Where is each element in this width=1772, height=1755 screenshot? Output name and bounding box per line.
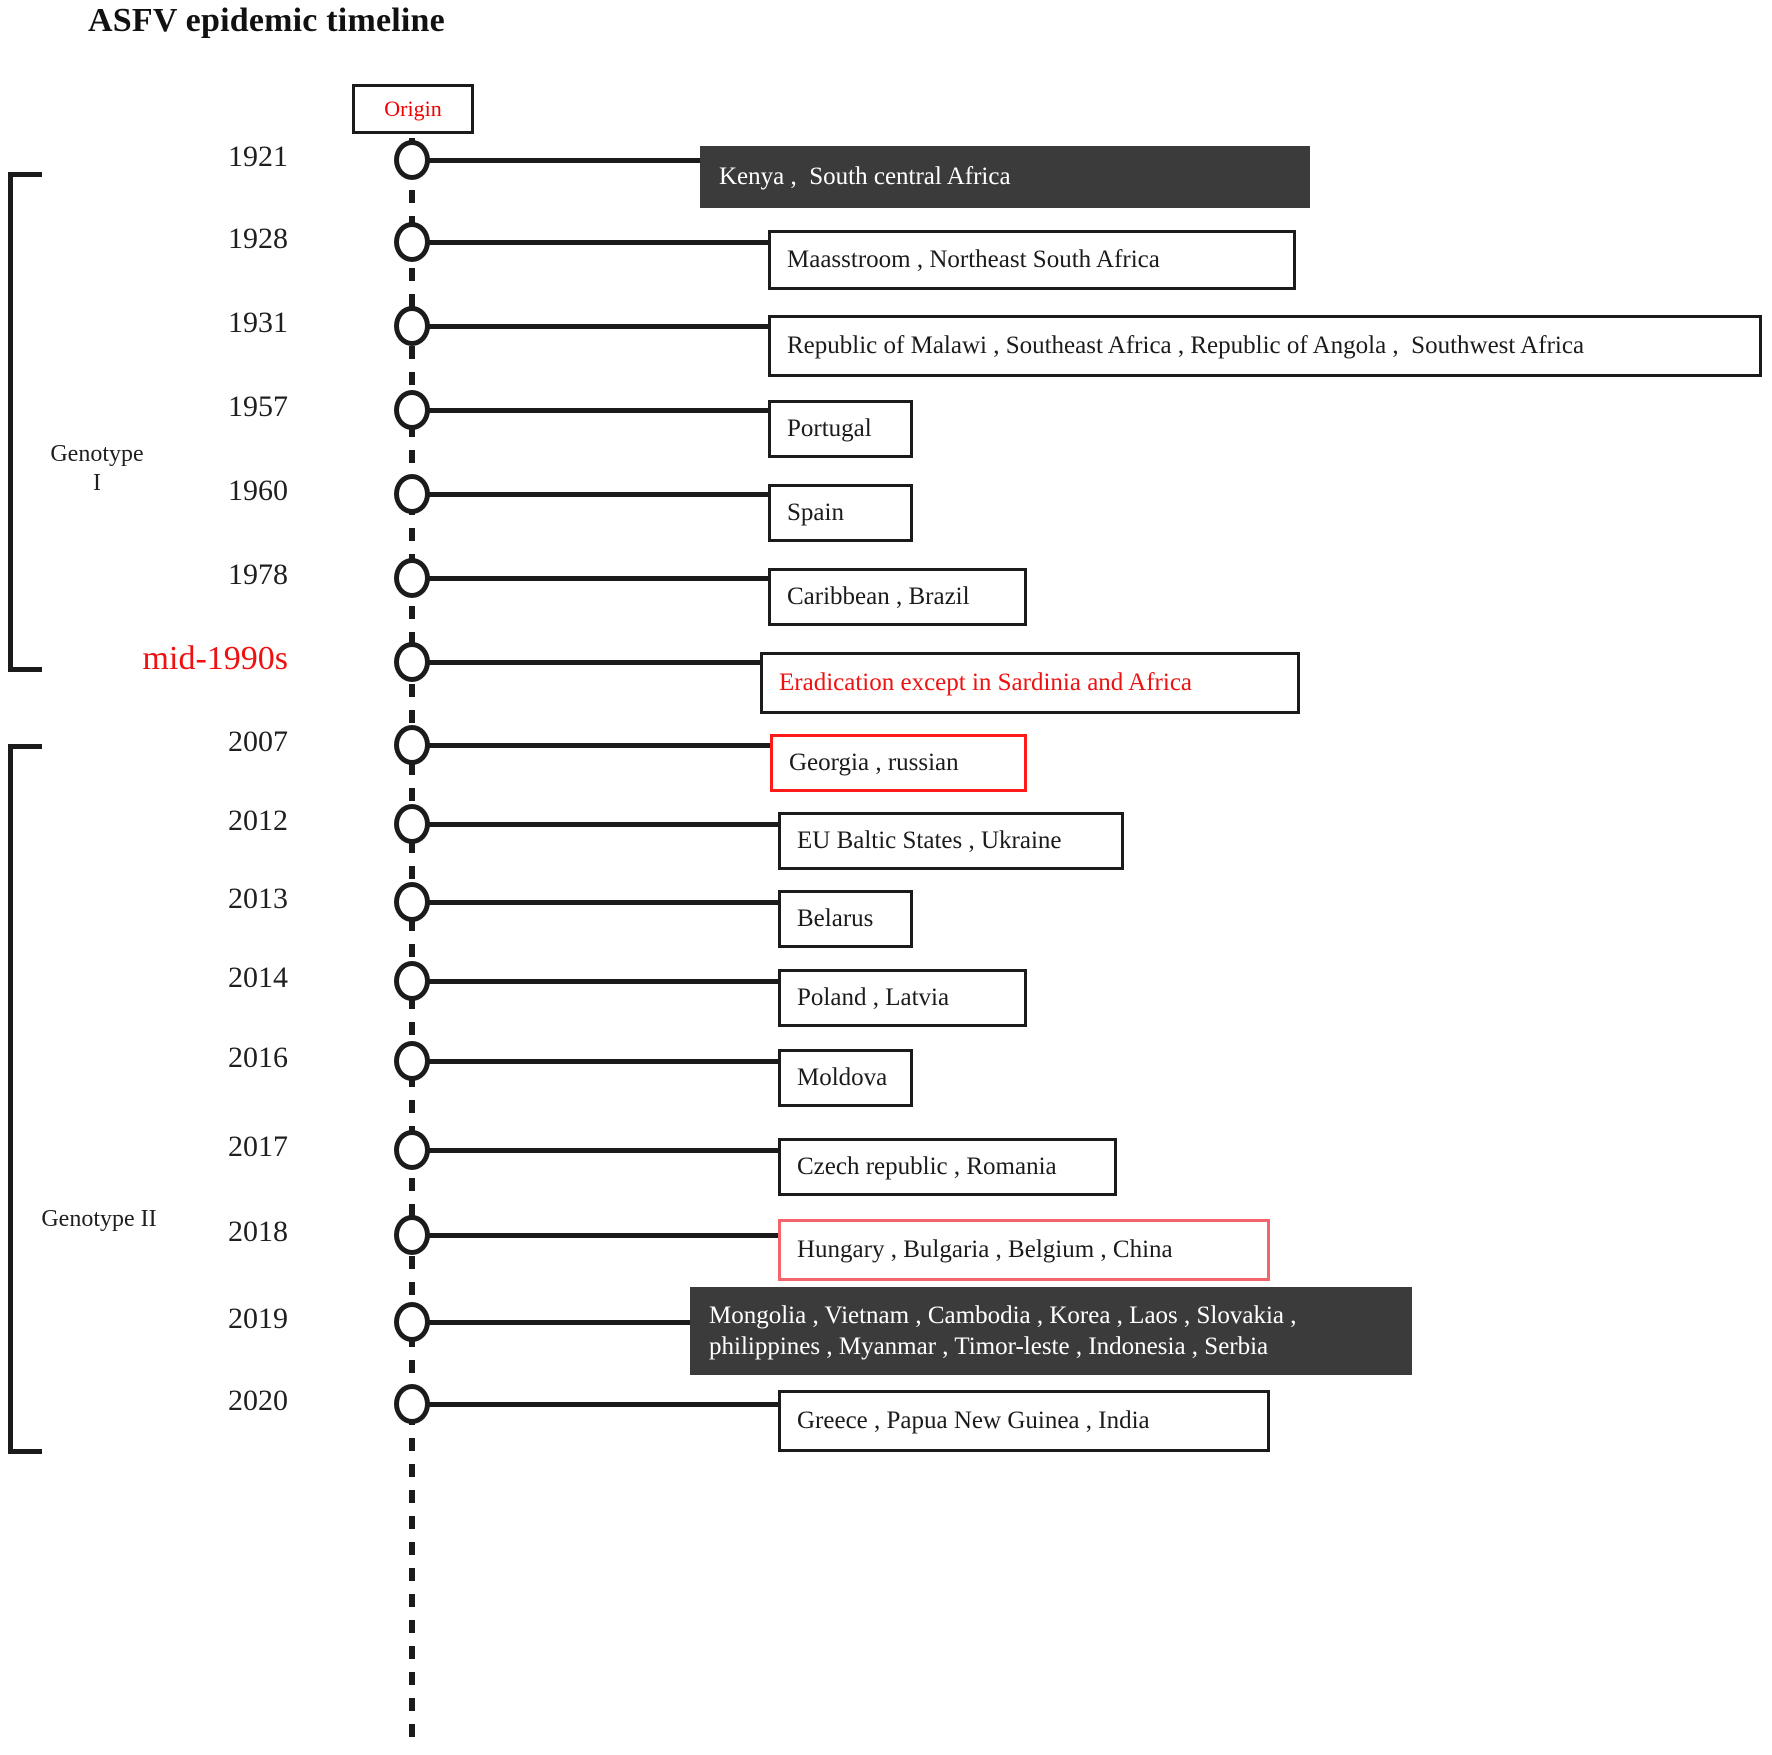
event-box[interactable]: EU Baltic States , Ukraine: [778, 812, 1124, 870]
year-label: 2016: [228, 1041, 288, 1074]
year-label: 1921: [228, 140, 288, 173]
timeline-node-circle[interactable]: [394, 961, 430, 1001]
timeline-node-circle[interactable]: [394, 1130, 430, 1170]
timeline-node-circle[interactable]: [394, 222, 430, 262]
timeline-node-circle[interactable]: [394, 1215, 430, 1255]
connector-line: [412, 822, 778, 827]
event-box[interactable]: Georgia , russian: [770, 734, 1027, 792]
timeline-node-circle[interactable]: [394, 1041, 430, 1081]
timeline-node-circle[interactable]: [394, 804, 430, 844]
timeline-spine: [409, 138, 415, 1738]
connector-line: [412, 660, 760, 665]
event-text: EU Baltic States , Ukraine: [797, 827, 1062, 855]
timeline-node-circle[interactable]: [394, 306, 430, 346]
event-box[interactable]: Hungary , Bulgaria , Belgium , China: [778, 1219, 1270, 1281]
year-label: 1931: [228, 306, 288, 339]
event-box[interactable]: Belarus: [778, 890, 913, 948]
event-box[interactable]: Maasstroom , Northeast South Africa: [768, 230, 1296, 290]
event-box[interactable]: Greece , Papua New Guinea , India: [778, 1390, 1270, 1452]
connector-line: [412, 158, 700, 163]
event-text: Georgia , russian: [789, 749, 959, 777]
event-text: Czech republic , Romania: [797, 1153, 1057, 1181]
event-box[interactable]: Mongolia , Vietnam , Cambodia , Korea , …: [690, 1287, 1412, 1375]
connector-line: [412, 1320, 690, 1325]
timeline-node-circle[interactable]: [394, 140, 430, 180]
event-text: Maasstroom , Northeast South Africa: [787, 246, 1160, 274]
timeline-node-circle[interactable]: [394, 882, 430, 922]
event-text: Eradication except in Sardinia and Afric…: [779, 669, 1193, 697]
timeline-node-circle[interactable]: [394, 1302, 430, 1342]
connector-line: [412, 979, 778, 984]
event-box[interactable]: Eradication except in Sardinia and Afric…: [760, 652, 1300, 714]
connector-line: [412, 576, 768, 581]
year-label: 2017: [228, 1130, 288, 1163]
event-box[interactable]: Czech republic , Romania: [778, 1138, 1117, 1196]
connector-line: [412, 408, 768, 413]
page-title: ASFV epidemic timeline: [88, 2, 445, 39]
year-label: 1957: [228, 390, 288, 423]
year-label: mid-1990s: [142, 640, 288, 677]
timeline-node-circle[interactable]: [394, 642, 430, 682]
connector-line: [412, 324, 768, 329]
timeline-node-circle[interactable]: [394, 474, 430, 514]
event-box[interactable]: Kenya , South central Africa: [700, 146, 1310, 208]
connector-line: [412, 1148, 778, 1153]
origin-box: Origin: [352, 84, 474, 134]
event-text: Poland , Latvia: [797, 984, 950, 1012]
year-label: 1928: [228, 222, 288, 255]
event-box[interactable]: Portugal: [768, 400, 913, 458]
timeline-node-circle[interactable]: [394, 725, 430, 765]
event-text: Hungary , Bulgaria , Belgium , China: [797, 1236, 1173, 1264]
connector-line: [412, 492, 768, 497]
event-text: Republic of Malawi , Southeast Africa , …: [787, 332, 1585, 360]
year-label: 1960: [228, 474, 288, 507]
connector-line: [412, 1233, 778, 1238]
event-box[interactable]: Poland , Latvia: [778, 969, 1027, 1027]
timeline-node-circle[interactable]: [394, 558, 430, 598]
year-label: 2018: [228, 1215, 288, 1248]
connector-line: [412, 743, 770, 748]
event-text: Mongolia , Vietnam , Cambodia , Korea , …: [709, 1301, 1297, 1361]
connector-line: [412, 240, 768, 245]
genotype-bracket: [8, 744, 42, 1454]
event-box[interactable]: Caribbean , Brazil: [768, 568, 1027, 626]
event-text: Portugal: [787, 415, 872, 443]
event-text: Caribbean , Brazil: [787, 583, 970, 611]
event-box[interactable]: Spain: [768, 484, 913, 542]
connector-line: [412, 900, 778, 905]
connector-line: [412, 1402, 778, 1407]
timeline-node-circle[interactable]: [394, 390, 430, 430]
year-label: 2019: [228, 1302, 288, 1335]
origin-label: Origin: [384, 96, 442, 121]
event-box[interactable]: Moldova: [778, 1049, 913, 1107]
year-label: 2013: [228, 882, 288, 915]
year-label: 2007: [228, 725, 288, 758]
event-text: Moldova: [797, 1064, 888, 1092]
event-text: Greece , Papua New Guinea , India: [797, 1407, 1150, 1435]
event-text: Kenya , South central Africa: [719, 163, 1011, 191]
timeline-node-circle[interactable]: [394, 1384, 430, 1424]
connector-line: [412, 1059, 778, 1064]
genotype-1-label: Genotype I: [50, 441, 144, 497]
event-box[interactable]: Republic of Malawi , Southeast Africa , …: [768, 315, 1762, 377]
year-label: 1978: [228, 558, 288, 591]
event-text: Spain: [787, 499, 844, 527]
year-label: 2012: [228, 804, 288, 837]
genotype-bracket: [8, 172, 42, 672]
event-text: Belarus: [797, 905, 874, 933]
year-label: 2020: [228, 1384, 288, 1417]
genotype-2-label: Genotype II: [41, 1206, 157, 1232]
year-label: 2014: [228, 961, 288, 994]
